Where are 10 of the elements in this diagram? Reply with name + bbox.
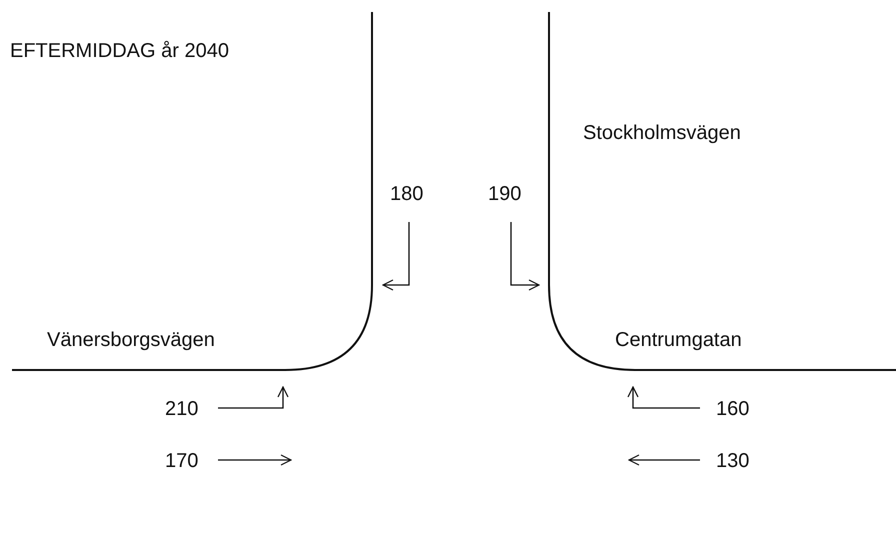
traffic-volume: 190 bbox=[488, 182, 522, 206]
diagram-title: EFTERMIDDAG år 2040 bbox=[10, 39, 229, 63]
traffic-volume: 130 bbox=[716, 449, 750, 473]
traffic-volume: 160 bbox=[716, 397, 750, 421]
street-name: Vänersborgsvägen bbox=[47, 328, 215, 352]
street-name: Centrumgatan bbox=[615, 328, 742, 352]
street-name: Stockholmsvägen bbox=[583, 121, 741, 145]
traffic-volume: 210 bbox=[165, 397, 198, 421]
traffic-volume: 180 bbox=[390, 182, 424, 206]
traffic-volume: 170 bbox=[165, 449, 198, 473]
